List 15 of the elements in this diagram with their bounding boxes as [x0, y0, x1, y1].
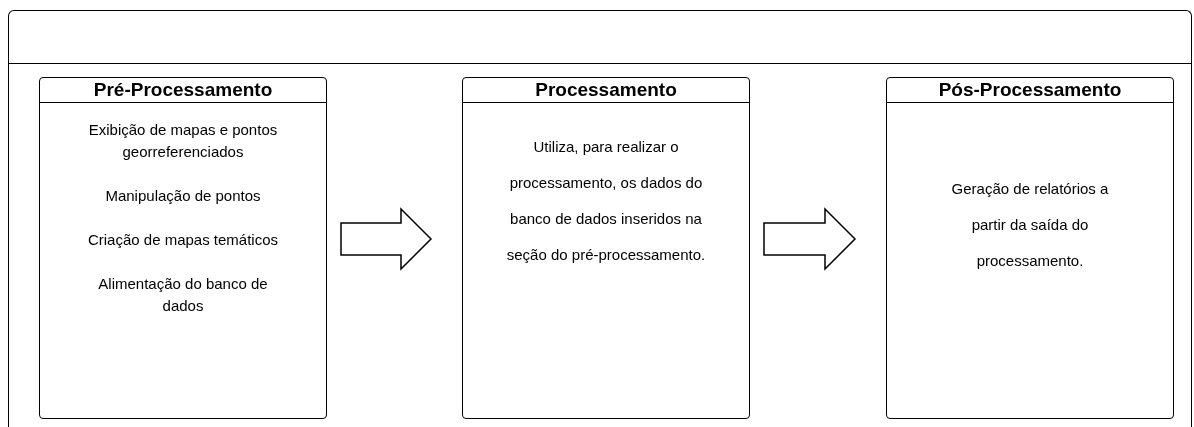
description-text: Criação de mapas temáticos [86, 230, 280, 250]
block-arrow [340, 207, 433, 271]
section-panel [886, 77, 1174, 419]
description-text: Utiliza, para realizar o processamento, os dados do banco de dados inseridos na seção do pré-processamento. [505, 137, 707, 265]
system-frame [8, 10, 1192, 427]
section-panel [462, 77, 750, 419]
description-text: Manipulação de pontos [104, 186, 262, 206]
description-text: Geração de relatórios a partir da saída do processamento. [950, 179, 1110, 271]
block-arrow [763, 207, 857, 271]
section-heading: Processamento [463, 78, 749, 103]
description-text: Alimentação do banco de dados [97, 274, 269, 316]
section-heading: Pré-Processamento [40, 78, 326, 103]
section-heading: Pós-Processamento [887, 78, 1173, 103]
section-panel [39, 77, 327, 419]
description-text: Exibição de mapas e pontos georreferenciados [87, 120, 279, 162]
